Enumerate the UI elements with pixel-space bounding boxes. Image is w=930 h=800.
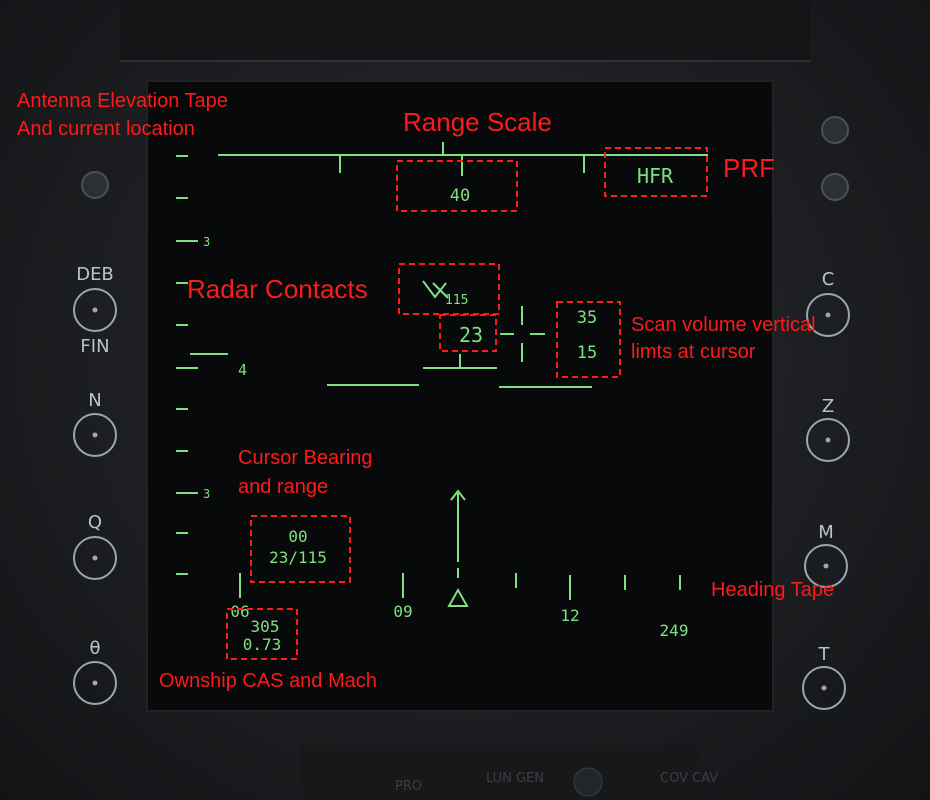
annotation-heading-tape: Heading Tape: [711, 579, 834, 601]
button-m[interactable]: [804, 544, 848, 588]
annotation-cursor-line1: Cursor Bearing: [238, 447, 373, 469]
annotation-range-scale: Range Scale: [403, 107, 552, 137]
annotation-antenna-line2: And current location: [17, 118, 195, 140]
button-dot: [825, 312, 831, 318]
heading-value: 249: [660, 621, 689, 640]
knob-right-second[interactable]: [821, 173, 849, 201]
button-label-n: N: [88, 390, 101, 411]
bottom-center-knob[interactable]: [573, 767, 603, 797]
scan-upper-limit: 35: [577, 308, 597, 328]
button-q[interactable]: [73, 536, 117, 580]
button-dot: [823, 563, 829, 569]
knob-left-top[interactable]: [81, 171, 109, 199]
annotation-prf: PRF: [723, 153, 775, 183]
bezel-bottom-panel: [300, 745, 700, 800]
radar-readouts: 40 HFR 3 3 4 115 23 35 15 00 23/115 06 0…: [203, 164, 688, 654]
radar-contact-symbol[interactable]: [422, 280, 449, 299]
cursor-bearing: 00: [288, 527, 307, 546]
aircraft-heading-marker: [447, 587, 469, 607]
right-button-column: C Z M T: [802, 116, 850, 710]
button-label-m: M: [818, 522, 834, 543]
button-n[interactable]: [73, 413, 117, 457]
button-dot: [92, 307, 98, 313]
annotation-labels: Antenna Elevation Tape And current locat…: [17, 90, 834, 692]
button-dot: [92, 432, 98, 438]
prf-box: [604, 147, 708, 197]
elevation-tape: [176, 155, 228, 575]
button-dot: [821, 685, 827, 691]
cursor-range: 23/115: [269, 548, 327, 567]
annotation-scan-line2: limts at cursor: [631, 341, 756, 363]
button-label-c: C: [822, 269, 835, 290]
button-label-fin: FIN: [80, 336, 109, 357]
range-scale-box: [396, 160, 518, 212]
button-z[interactable]: [806, 418, 850, 462]
left-button-column: DEB FIN N Q θ: [73, 171, 117, 705]
knob-right-top[interactable]: [821, 116, 849, 144]
bottom-label-pro[interactable]: PRO: [395, 779, 422, 794]
scan-limits-box: [556, 301, 621, 378]
heading-label-06: 06: [230, 602, 249, 621]
heading-label-09: 09: [393, 602, 412, 621]
heading-label-12: 12: [560, 606, 579, 625]
ownship-mach: 0.73: [243, 635, 282, 654]
bottom-label-cov-cav[interactable]: COV CAV: [660, 771, 718, 786]
acquisition-cursor[interactable]: [500, 306, 545, 362]
prf-mode: HFR: [637, 164, 674, 188]
contact-altitude: 23: [459, 323, 483, 347]
contact-label: 115: [445, 293, 468, 308]
bottom-bezel-labels: PRO LUN GEN COV CAV: [395, 767, 718, 797]
button-theta[interactable]: [73, 661, 117, 705]
bezel-top-panel: [120, 0, 810, 62]
annotation-antenna-line1: Antenna Elevation Tape: [17, 90, 228, 112]
ownship-cas: 305: [251, 617, 280, 636]
button-dot: [92, 680, 98, 686]
radar-symbology: [176, 142, 708, 607]
ownship-box: [226, 608, 298, 660]
button-label-z: Z: [822, 396, 834, 417]
bottom-label-lun-gen[interactable]: LUN GEN: [486, 771, 544, 786]
button-dot: [92, 555, 98, 561]
annotation-boxes: [226, 147, 708, 660]
annotation-ownship: Ownship CAS and Mach: [159, 670, 377, 692]
button-label-deb: DEB: [76, 264, 114, 285]
elevation-mark-lower: 3: [203, 487, 210, 501]
button-label-q: Q: [88, 512, 102, 533]
button-label-t: T: [818, 644, 831, 665]
elevation-mark-upper: 3: [203, 235, 210, 249]
cursor-bearing-box: [250, 515, 351, 583]
annotation-radar-contacts: Radar Contacts: [187, 274, 368, 304]
range-scale-value: 40: [450, 186, 470, 206]
button-deb-fin[interactable]: [73, 288, 117, 332]
button-t[interactable]: [802, 666, 846, 710]
radar-contacts-box: [398, 263, 500, 315]
button-dot: [825, 437, 831, 443]
scan-lower-limit: 15: [577, 343, 597, 363]
heading-tape: [239, 573, 681, 600]
annotation-cursor-line2: and range: [238, 476, 328, 498]
elevation-current-value: 4: [238, 361, 247, 379]
velocity-vector-arrowhead: [450, 489, 466, 501]
button-c[interactable]: [806, 293, 850, 337]
button-label-theta: θ: [89, 638, 100, 659]
contact-altitude-box: [439, 314, 497, 352]
annotation-scan-line1: Scan volume vertical: [631, 314, 816, 336]
